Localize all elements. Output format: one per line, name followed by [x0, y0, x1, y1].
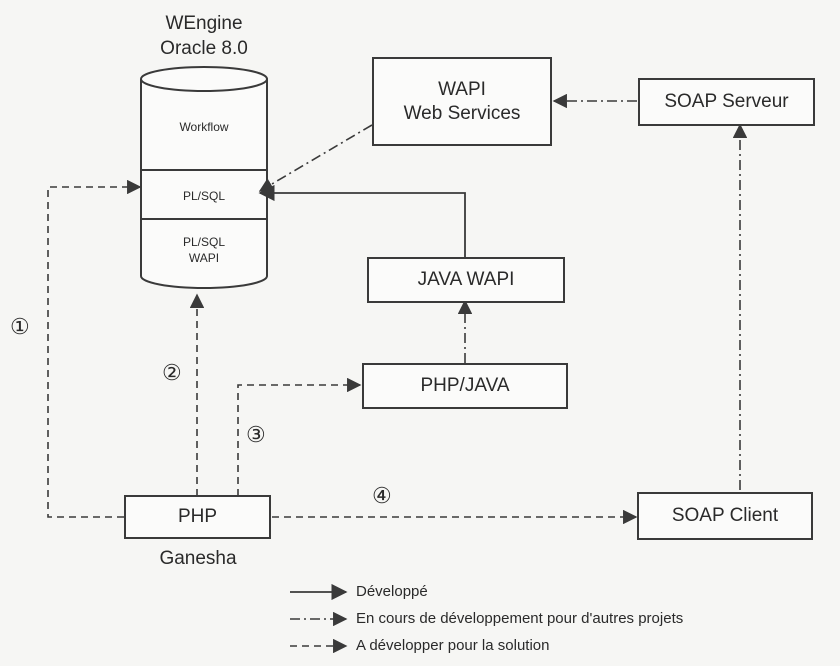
- legend-developed: Développé: [356, 583, 428, 600]
- php-box: PHP: [124, 495, 271, 539]
- cylinder-body: [140, 79, 268, 289]
- cylinder-top: [140, 66, 268, 92]
- database-title: WEngine Oracle 8.0: [136, 12, 272, 61]
- database-cylinder: [140, 66, 268, 289]
- wapi-web-services-line2: Web Services: [403, 102, 521, 124]
- layer-plsql-wapi-label: PL/SQL WAPI: [141, 234, 267, 266]
- java-wapi-box: JAVA WAPI: [367, 257, 565, 303]
- php-java-box: PHP/JAVA: [362, 363, 568, 409]
- layer-plsql-wapi-line2: WAPI: [188, 251, 220, 266]
- layer-plsql-label: PL/SQL: [182, 189, 226, 203]
- arrow-1-php-to-plsql: [47, 179, 142, 518]
- soap-client-box: SOAP Client: [637, 492, 813, 540]
- layer-plsql-wapi-line1: PL/SQL: [182, 235, 226, 249]
- legend-in-progress: En cours de développement pour d'autres …: [356, 610, 684, 627]
- soap-serveur-box: SOAP Serveur: [638, 78, 815, 126]
- step-marker-2: ②: [162, 360, 182, 385]
- wapi-web-services-line1: WAPI: [438, 78, 486, 100]
- arrow-wapi-ws-to-plsql: [258, 124, 373, 192]
- arrow-3-php-to-php-java: [237, 377, 362, 496]
- database-title-line2: Oracle 8.0: [160, 37, 248, 59]
- layer-workflow-label: Workflow: [179, 120, 229, 134]
- step-marker-3: ③: [246, 422, 266, 447]
- wapi-web-services-box: WAPI Web Services: [372, 57, 552, 146]
- ganesha-caption: Ganesha: [159, 548, 237, 569]
- step-marker-1: ①: [10, 314, 30, 339]
- legend-to-develop: A développer pour la solution: [356, 637, 550, 654]
- arrow-java-wapi-to-plsql: [258, 184, 466, 258]
- step-marker-4: ④: [372, 483, 392, 508]
- database-title-line1: WEngine: [165, 13, 243, 34]
